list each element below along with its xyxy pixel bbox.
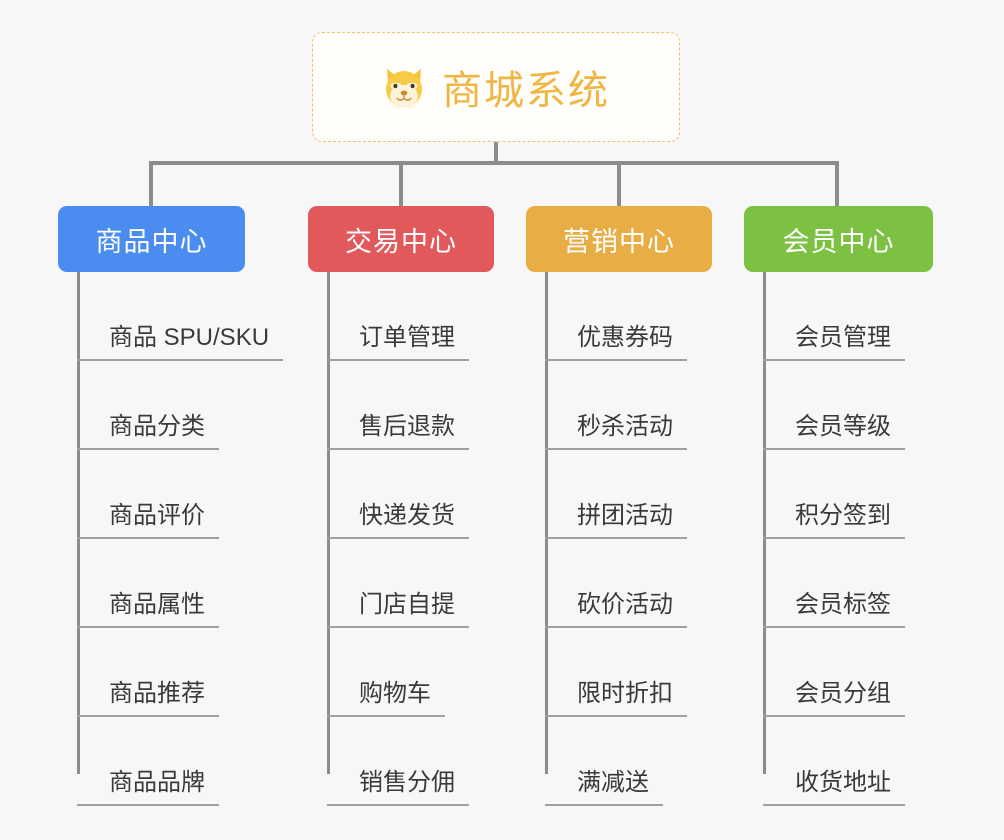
list-item[interactable]: 会员标签 (744, 539, 933, 628)
list-item-label: 商品推荐 (77, 680, 219, 717)
column-member-center: 会员中心 会员管理 会员等级 积分签到 会员标签 会员分组 收货地址 (744, 206, 933, 806)
column-marketing-center: 营销中心 优惠券码 秒杀活动 拼团活动 砍价活动 限时折扣 满减送 (526, 206, 712, 806)
list-item[interactable]: 砍价活动 (526, 539, 712, 628)
list-item[interactable]: 商品分类 (58, 361, 245, 450)
category-header-product-center[interactable]: 商品中心 (58, 206, 245, 272)
list-item[interactable]: 商品品牌 (58, 717, 245, 806)
list-item[interactable]: 门店自提 (308, 539, 494, 628)
category-header-member-center[interactable]: 会员中心 (744, 206, 933, 272)
list-item-label: 售后退款 (327, 413, 469, 450)
horizontal-bus-connector (149, 161, 839, 165)
drop-connector-3 (617, 161, 621, 207)
list-item-label: 购物车 (327, 680, 445, 717)
list-item[interactable]: 商品评价 (58, 450, 245, 539)
list-item[interactable]: 会员分组 (744, 628, 933, 717)
list-item-label: 砍价活动 (545, 591, 687, 628)
list-item-label: 秒杀活动 (545, 413, 687, 450)
list-item-label: 优惠券码 (545, 324, 687, 361)
list-item[interactable]: 拼团活动 (526, 450, 712, 539)
dog-face-icon (382, 64, 428, 110)
leaf-list: 订单管理 售后退款 快递发货 门店自提 购物车 销售分佣 (308, 272, 494, 806)
list-item[interactable]: 商品 SPU/SKU (58, 272, 284, 361)
list-item[interactable]: 订单管理 (308, 272, 494, 361)
list-item[interactable]: 会员等级 (744, 361, 933, 450)
list-item-label: 订单管理 (327, 324, 469, 361)
drop-connector-4 (835, 161, 839, 207)
list-item-label: 积分签到 (763, 502, 905, 539)
category-label: 商品中心 (95, 226, 208, 257)
list-item-label: 会员标签 (763, 591, 905, 628)
list-item-label: 快递发货 (327, 502, 469, 539)
leaf-stem-connector (763, 272, 766, 774)
list-item[interactable]: 限时折扣 (526, 628, 712, 717)
column-product-center: 商品中心 商品 SPU/SKU 商品分类 商品评价 商品属性 商品推荐 商品品牌 (58, 206, 284, 806)
category-label: 交易中心 (345, 226, 457, 257)
category-label: 营销中心 (563, 226, 675, 257)
list-item[interactable]: 满减送 (526, 717, 712, 806)
list-item-label: 门店自提 (327, 591, 469, 628)
leaf-stem-connector (77, 272, 80, 774)
list-item-label: 会员管理 (763, 324, 905, 361)
list-item[interactable]: 优惠券码 (526, 272, 712, 361)
list-item[interactable]: 会员管理 (744, 272, 933, 361)
list-item-label: 商品分类 (77, 413, 219, 450)
list-item[interactable]: 收货地址 (744, 717, 933, 806)
drop-connector-1 (149, 161, 153, 207)
list-item[interactable]: 商品属性 (58, 539, 245, 628)
category-header-trade-center[interactable]: 交易中心 (308, 206, 494, 272)
list-item[interactable]: 快递发货 (308, 450, 494, 539)
list-item[interactable]: 购物车 (308, 628, 494, 717)
list-item[interactable]: 销售分佣 (308, 717, 494, 806)
drop-connector-2 (399, 161, 403, 207)
list-item[interactable]: 商品推荐 (58, 628, 245, 717)
leaf-stem-connector (327, 272, 330, 774)
list-item-label: 会员分组 (763, 680, 905, 717)
list-item-label: 商品属性 (77, 591, 219, 628)
list-item-label: 销售分佣 (327, 769, 469, 806)
list-item[interactable]: 售后退款 (308, 361, 494, 450)
root-title: 商城系统 (442, 69, 610, 113)
list-item-label: 限时折扣 (545, 680, 687, 717)
leaf-list: 商品 SPU/SKU 商品分类 商品评价 商品属性 商品推荐 商品品牌 (58, 272, 284, 806)
list-item-label: 商品品牌 (77, 769, 219, 806)
column-trade-center: 交易中心 订单管理 售后退款 快递发货 门店自提 购物车 销售分佣 (308, 206, 494, 806)
leaf-list: 会员管理 会员等级 积分签到 会员标签 会员分组 收货地址 (744, 272, 933, 806)
list-item-label: 拼团活动 (545, 502, 687, 539)
leaf-stem-connector (545, 272, 548, 774)
list-item-label: 商品评价 (77, 502, 219, 539)
list-item-label: 收货地址 (763, 769, 905, 806)
category-header-marketing-center[interactable]: 营销中心 (526, 206, 712, 272)
list-item-label: 满减送 (545, 769, 663, 806)
list-item[interactable]: 秒杀活动 (526, 361, 712, 450)
leaf-list: 优惠券码 秒杀活动 拼团活动 砍价活动 限时折扣 满减送 (526, 272, 712, 806)
list-item[interactable]: 积分签到 (744, 450, 933, 539)
category-label: 会员中心 (782, 226, 895, 257)
list-item-label: 商品 SPU/SKU (77, 324, 284, 361)
root-stem-connector (494, 142, 498, 164)
list-item-label: 会员等级 (763, 413, 905, 450)
root-node[interactable]: 商城系统 (312, 32, 680, 142)
